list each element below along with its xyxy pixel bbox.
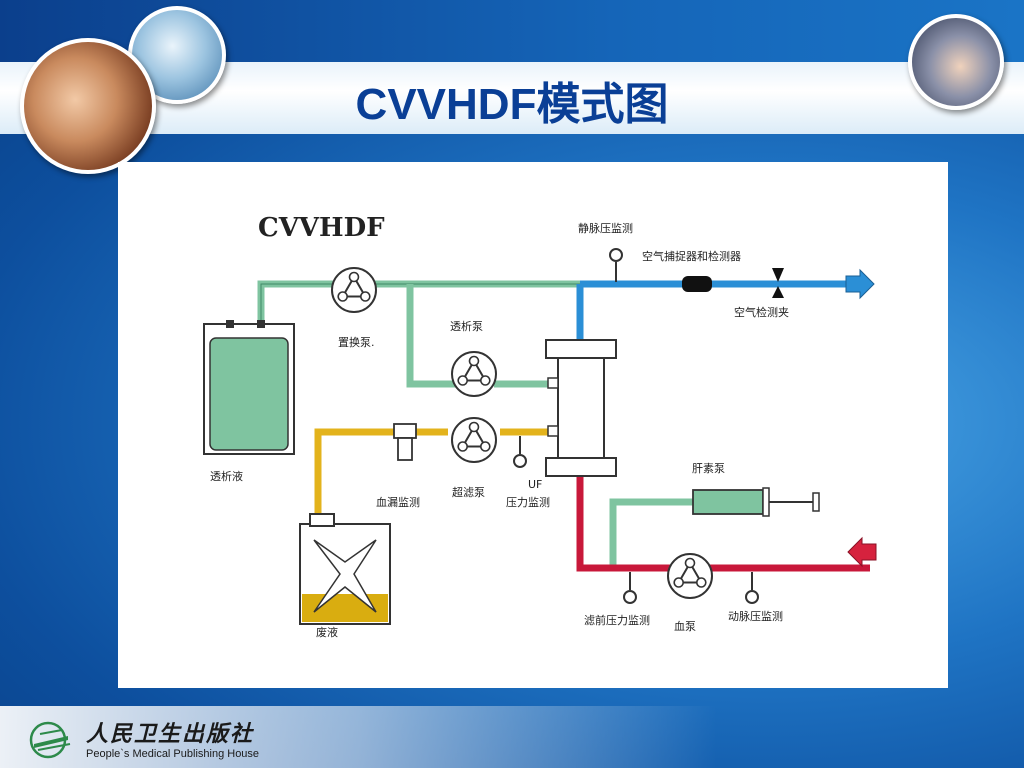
publisher-name-en: People`s Medical Publishing House [86,748,260,760]
blood-pump-label: 血泵 [674,619,696,633]
air-detector-label: 空气捕捉器和检测器 [642,249,741,263]
ultrafiltration-pump-symbol [451,417,497,463]
heparin-syringe-barrel [692,489,764,515]
filter-bottom-cap [545,457,617,477]
heparin-pump-label: 肝素泵 [692,462,725,475]
air-clamp-top [772,268,784,282]
blood-leak-detector-body [397,437,413,461]
heparin-syringe-handle [812,492,820,512]
heparin-line [609,498,693,570]
diagram-panel: CVVHDF [118,162,948,688]
waste-fluid [302,594,388,622]
replacement-line [257,280,580,324]
dialysate-pump-symbol [451,351,497,397]
ultrafiltration-pump-label: 超滤泵 [452,485,485,499]
replacement-pump-symbol [331,267,377,313]
outflow-arrow [845,268,875,300]
filter-port [547,377,559,389]
prefilter-pressure-sensor [623,572,637,604]
air-clamp-bottom [772,286,784,298]
venous-monitor-label: 静脉压监测 [578,221,633,235]
uf-label: UF [528,478,542,491]
heparin-syringe-flange [762,487,770,517]
effluent-line [314,428,548,532]
filter-top-cap [545,339,617,359]
photo-patient-hand [908,14,1004,110]
blood-pump-symbol [667,553,713,599]
prefilter-pressure-label: 滤前压力监测 [584,613,650,627]
slide-title: CVVHDF模式图 [355,80,669,129]
dialysate-pump-label: 透析泵 [450,319,483,333]
air-trap [682,276,712,292]
waste-label: 废液 [316,625,338,639]
blood-leak-detector [393,423,417,439]
arterial-line [576,474,870,572]
venous-pressure-sensor [609,248,623,282]
bag-port [226,320,234,328]
publisher-logo-icon [29,721,71,759]
replacement-line-edge [260,283,580,324]
footer-band [0,706,1024,768]
publisher-name-cn: 人民卫生出版社 [86,721,255,747]
cvvhdf-diagram: CVVHDF [203,213,877,639]
arterial-pressure-label: 动脉压监测 [728,609,783,623]
waste-star-mark [313,539,377,613]
uf-pressure-sensor [513,436,527,468]
dialysate-bag-label: 透析液 [210,469,243,483]
filter-port [547,425,559,437]
waste-container-cap [309,513,335,527]
blood-leak-label: 血漏监测 [376,495,420,509]
diagram-heading: CVVHDF [258,213,385,243]
inflow-arrow [847,536,877,568]
hemofilter [557,357,605,459]
uf-pressure-label: 压力监测 [506,496,550,509]
dialysate-bag [209,337,289,451]
photo-doctor-with-child [20,38,156,174]
replacement-pump-label: 置换泵. [338,335,375,349]
arterial-pressure-sensor [745,572,759,604]
dialysate-line [406,284,548,388]
bag-port [257,320,265,328]
air-clamp-label: 空气检测夹 [734,305,789,319]
